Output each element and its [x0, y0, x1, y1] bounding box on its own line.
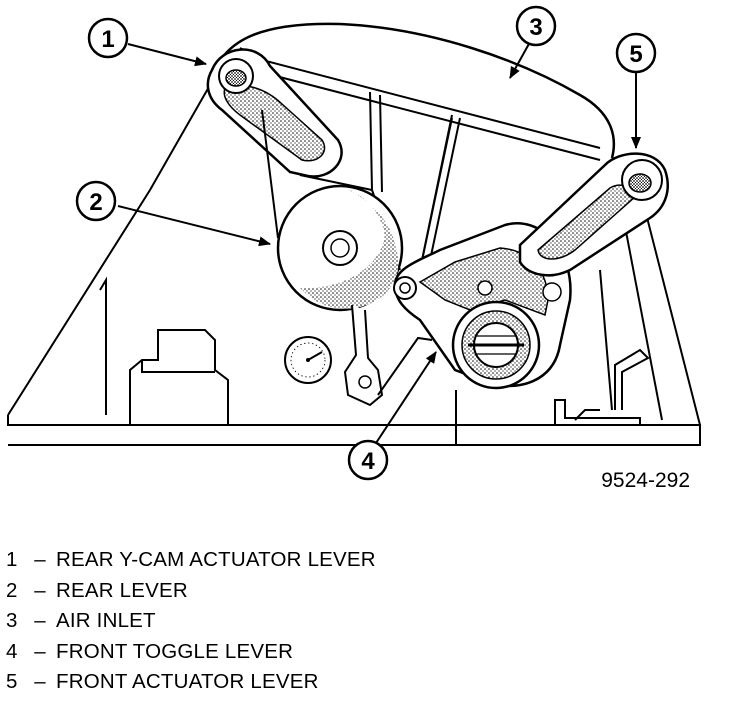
callout-arrow-2 — [117, 205, 271, 247]
legend-dash: – — [34, 578, 46, 602]
svg-text:2: 2 — [89, 189, 102, 216]
legend-label: REAR Y-CAM ACTUATOR LEVER — [56, 548, 376, 571]
legend-number: 1 — [6, 548, 18, 571]
front-actuator-lever — [518, 152, 669, 277]
front-toggle-lever — [393, 222, 572, 390]
legend-item: 4 – FRONT TOGGLE LEVER — [6, 640, 726, 671]
legend-label: REAR LEVER — [56, 578, 188, 602]
svg-text:5: 5 — [629, 41, 642, 68]
legend-number: 5 — [6, 670, 18, 693]
hvac-actuator-diagram: 1 2 3 4 5 9524-292 — [7, 5, 701, 492]
callout-arrow-1 — [127, 43, 207, 67]
svg-text:1: 1 — [101, 26, 114, 53]
callout-1: 1 — [87, 17, 129, 59]
legend-dash: – — [34, 609, 46, 632]
callout-arrows — [117, 41, 641, 444]
legend-dash: – — [34, 670, 46, 693]
svg-text:4: 4 — [361, 448, 375, 475]
dial-gauge — [284, 336, 332, 384]
legend-label: FRONT TOGGLE LEVER — [56, 639, 294, 663]
legend-dash: – — [34, 639, 46, 663]
legend-label: FRONT ACTUATOR LEVER — [56, 670, 319, 693]
legend-item: 5 – FRONT ACTUATOR LEVER — [6, 670, 726, 701]
rear-lever — [276, 184, 433, 407]
legend-number: 3 — [6, 609, 18, 632]
callout-arrow-4 — [375, 351, 437, 444]
svg-text:3: 3 — [529, 14, 542, 41]
callout-3: 3 — [515, 5, 557, 47]
legend-number: 4 — [6, 639, 18, 663]
legend-label: AIR INLET — [56, 609, 156, 632]
legend-number: 2 — [6, 578, 18, 602]
figure-id: 9524-292 — [601, 469, 690, 492]
legend: 1 – REAR Y-CAM ACTUATOR LEVER 2 – REAR L… — [6, 548, 726, 701]
rear-y-cam-actuator-lever — [206, 48, 343, 178]
callout-2: 2 — [75, 180, 117, 222]
callout-arrow-3 — [509, 41, 531, 79]
legend-item: 1 – REAR Y-CAM ACTUATOR LEVER — [6, 548, 726, 579]
legend-item: 3 – AIR INLET — [6, 609, 726, 640]
legend-dash: – — [34, 548, 46, 571]
legend-item: 2 – REAR LEVER — [6, 579, 726, 610]
callout-5: 5 — [615, 32, 657, 74]
callout-4: 4 — [347, 439, 389, 481]
